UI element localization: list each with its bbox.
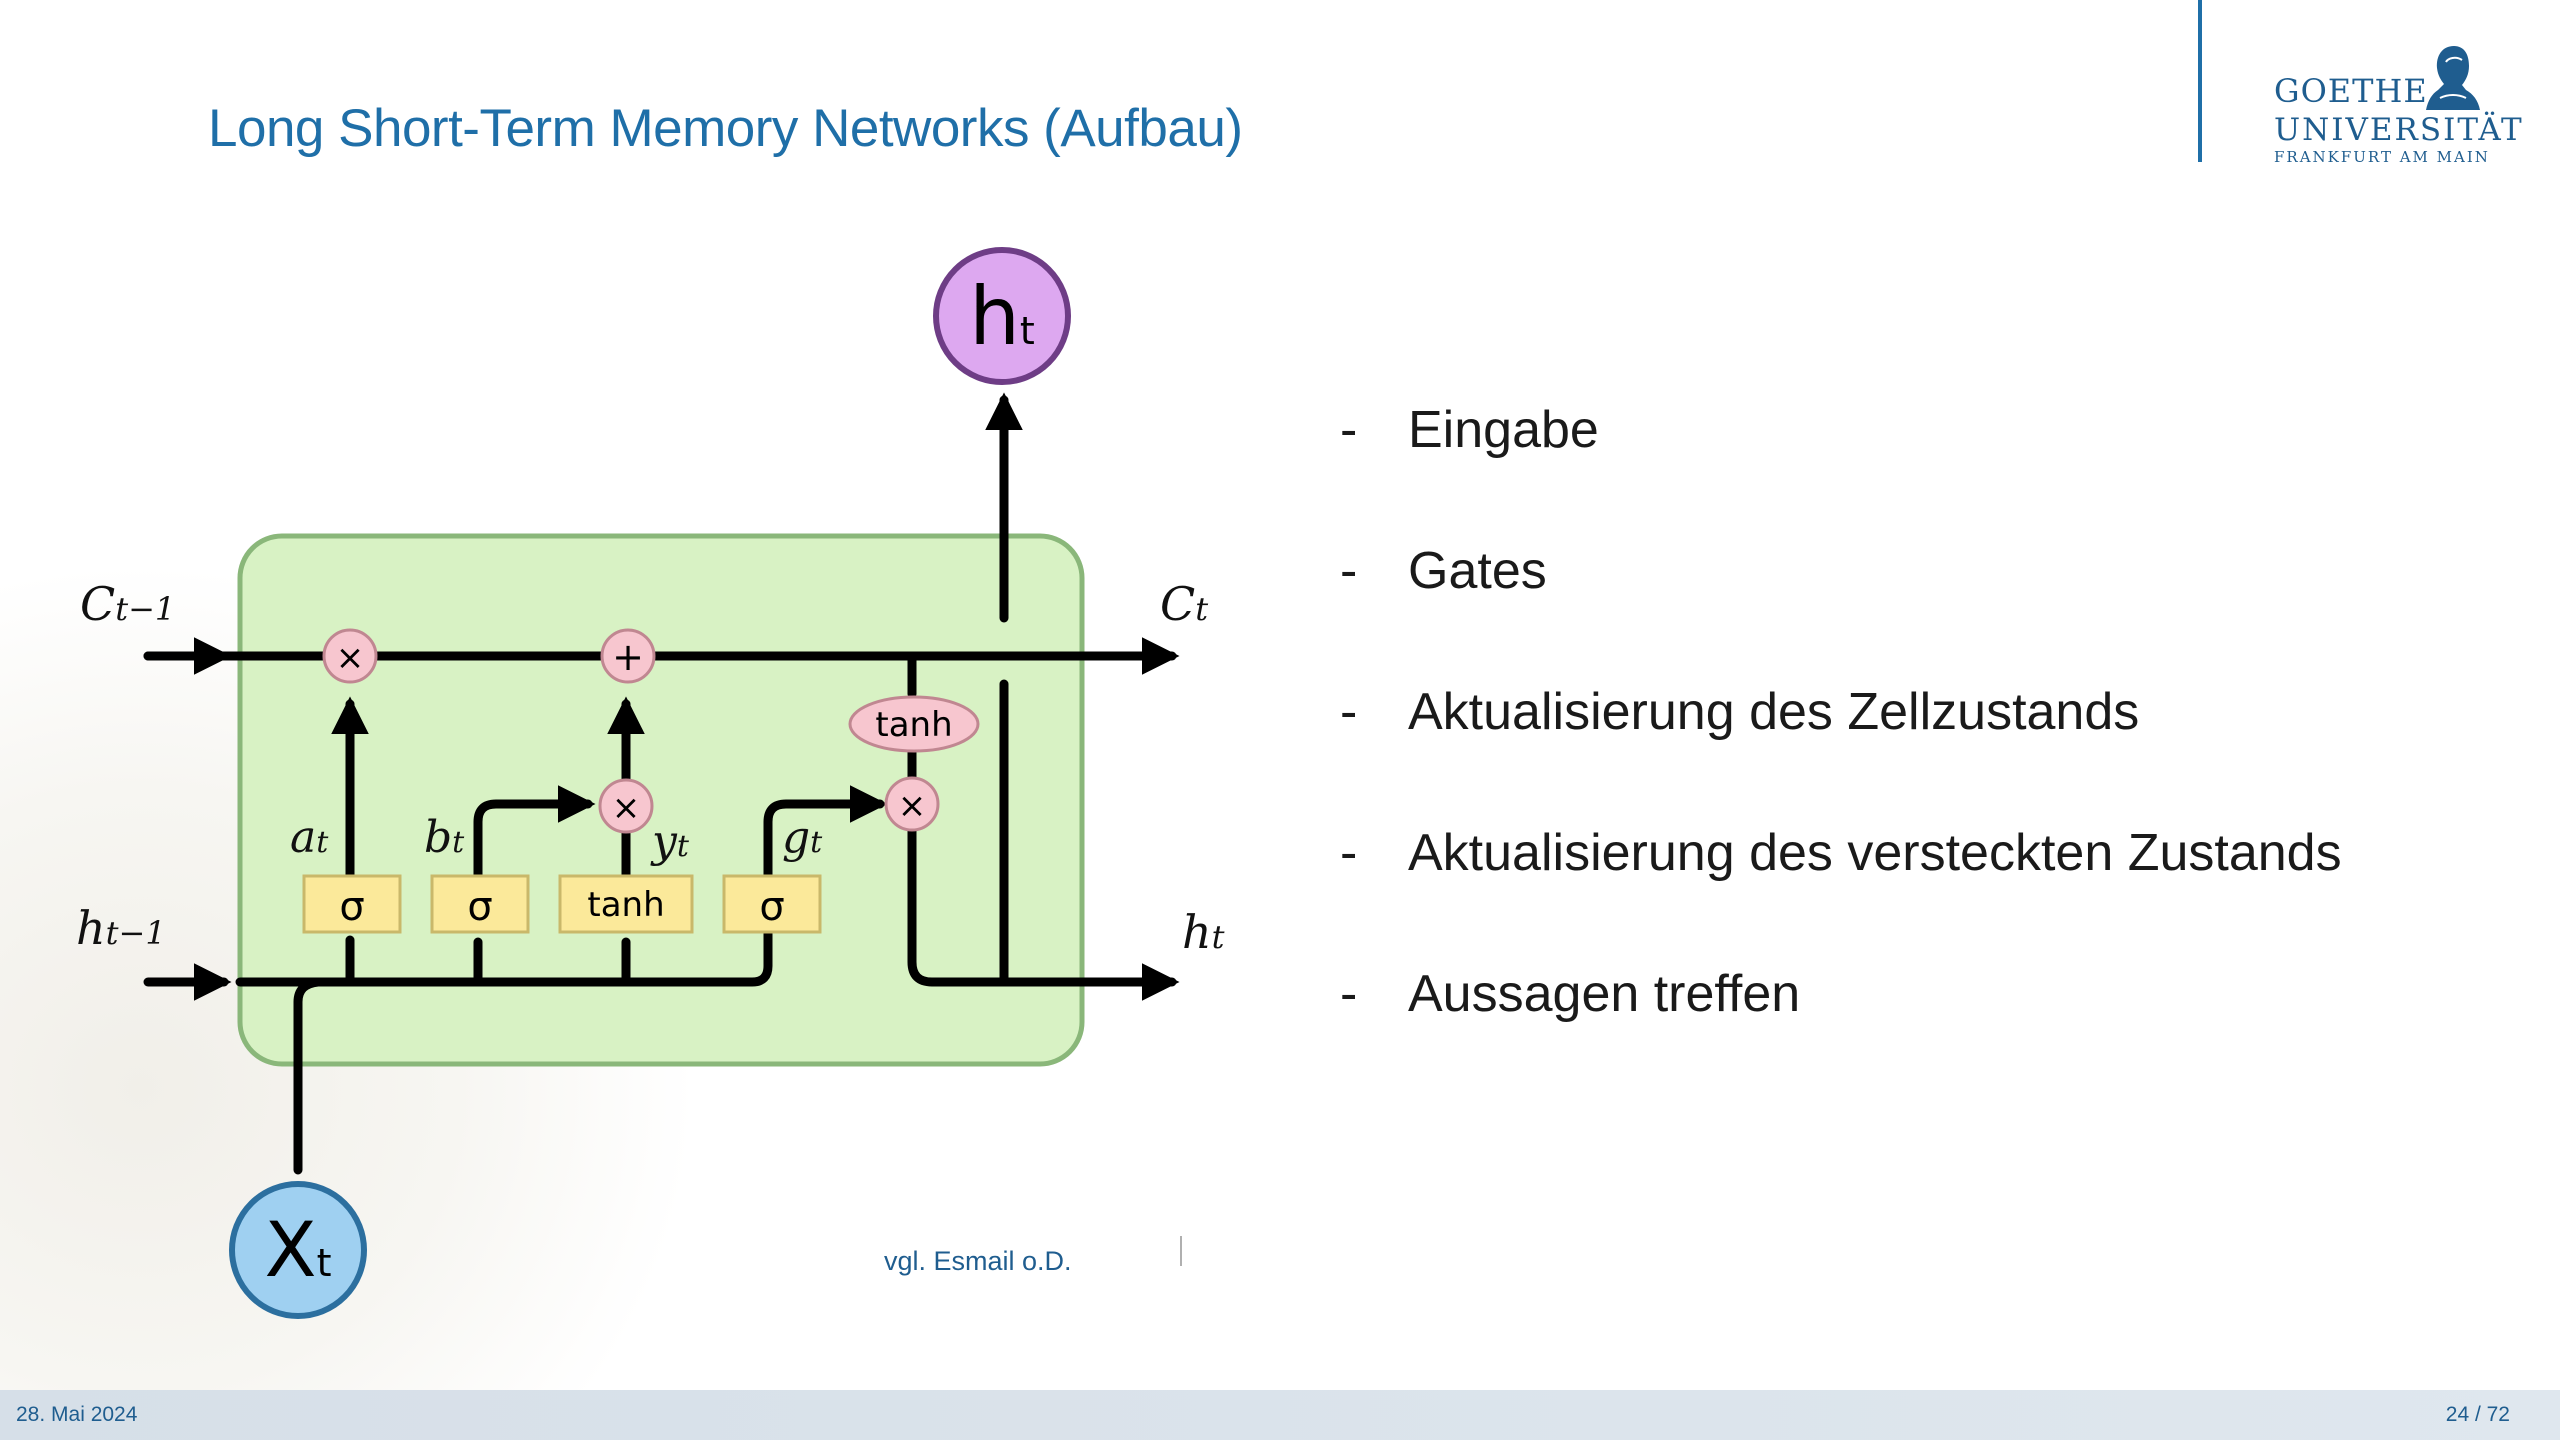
output-node <box>933 247 1071 385</box>
sigma-gate-b-label: σ <box>467 884 492 930</box>
mul-to-hidden-line <box>907 823 1180 1001</box>
logo-line-location: FRANKFURT AM MAIN <box>2274 148 2490 166</box>
sigma-gate-g-label: σ <box>759 884 784 930</box>
shared-input-bus <box>235 915 773 987</box>
source-citation: vgl. Esmail o.D. <box>884 1246 1072 1276</box>
slide-title: Long Short-Term Memory Networks (Aufbau) <box>208 99 1243 158</box>
cell-state-in-label: Ct−1 <box>80 577 175 631</box>
bullet-dash: - <box>1340 824 1358 882</box>
bullet-item: -Eingabe <box>1340 400 2342 541</box>
bullet-list: -Eingabe -Gates -Aktualisierung des Zell… <box>1340 400 2342 1105</box>
gate-y-label: yt <box>650 816 690 867</box>
gate-g-arrow <box>763 785 888 905</box>
sigma-gate-g <box>722 874 822 934</box>
bullet-item: -Aktualisierung des versteckten Zustands <box>1340 823 2342 964</box>
goethe-portrait-icon <box>2426 46 2480 110</box>
footer-bar: 28. Mai 2024 24 / 72 <box>0 1390 2560 1440</box>
cell-tanh-label: tanh <box>875 705 952 745</box>
tanh-gate-y <box>558 874 694 934</box>
cell-add-symbol: + <box>612 635 644 679</box>
input-feed-line <box>293 977 323 1175</box>
sigma-gate-b <box>430 874 530 934</box>
bullet-text: Gates <box>1408 542 1547 600</box>
university-logo: GOETHE UNIVERSITÄT FRANKFURT AM MAIN <box>2268 40 2522 170</box>
input-multiply-op <box>598 778 654 834</box>
bullet-dash: - <box>1340 683 1358 741</box>
bullet-item: -Gates <box>1340 541 2342 682</box>
output-node-label: ht <box>969 270 1035 363</box>
forget-multiply-op <box>322 628 378 684</box>
input-multiply-symbol: × <box>612 788 641 828</box>
hidden-state-in-label: ht−1 <box>76 901 166 955</box>
bullet-text: Aktualisierung des versteckten Zustands <box>1408 824 2342 882</box>
gate-g-label: gt <box>782 812 823 863</box>
bullet-dash: - <box>1340 542 1358 600</box>
sigma-gate-a-label: σ <box>339 884 364 930</box>
hidden-state-out-label: ht <box>1182 905 1225 959</box>
cell-tanh-op <box>848 695 980 753</box>
page-number: 24 / 72 <box>2445 1403 2510 1426</box>
logo-line-goethe: GOETHE <box>2274 72 2428 110</box>
forget-multiply-symbol: × <box>336 638 365 678</box>
cell-state-out-label: Ct <box>1160 577 1208 631</box>
text-cursor-mark <box>1180 1236 1182 1266</box>
logo-line-universitaet: UNIVERSITÄT <box>2274 112 2524 148</box>
bullet-item: -Aussagen treffen <box>1340 964 2342 1105</box>
footer-date: 28. Mai 2024 <box>16 1403 138 1426</box>
tanh-gate-y-label: tanh <box>587 885 664 925</box>
bullet-dash: - <box>1340 401 1358 459</box>
lstm-diagram: σ σ tanh σ × + × × tanh Xt ht Ct−1 Ct ht… <box>76 247 1225 1319</box>
bullet-text: Aktualisierung des Zellzustands <box>1408 683 2140 741</box>
cell-add-op <box>600 628 656 684</box>
input-node <box>229 1181 367 1319</box>
sigma-gate-a <box>302 874 402 934</box>
gate-b-arrow <box>473 785 596 905</box>
input-node-label: Xt <box>265 1205 332 1294</box>
bullet-dash: - <box>1340 965 1358 1023</box>
bullet-text: Aussagen treffen <box>1408 965 1801 1023</box>
output-multiply-symbol: × <box>898 786 927 826</box>
bullet-text: Eingabe <box>1408 401 1599 459</box>
gate-a-label: at <box>290 812 329 863</box>
header-divider <box>2198 0 2202 162</box>
output-multiply-op <box>884 776 940 832</box>
bullet-item: -Aktualisierung des Zellzustands <box>1340 682 2342 823</box>
gate-b-label: bt <box>424 812 465 863</box>
